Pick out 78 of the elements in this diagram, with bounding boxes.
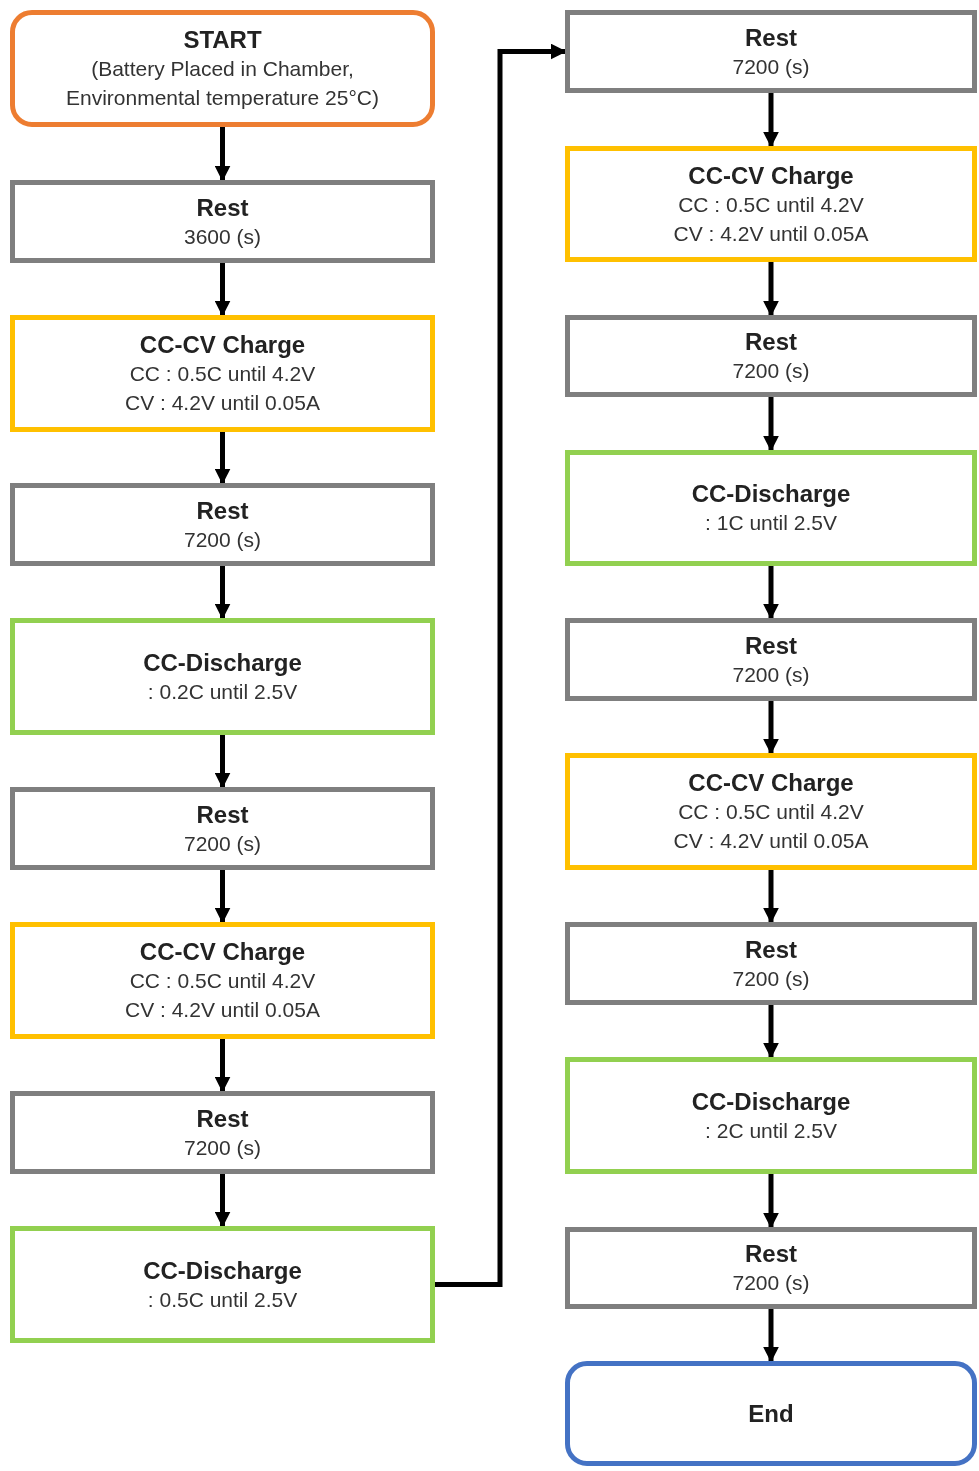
step-title: CC-Discharge: [143, 1255, 302, 1285]
step-title: CC-Discharge: [691, 1086, 851, 1116]
step-detail: CC : 0.5C until 4.2V: [128, 361, 317, 387]
arrow: [214, 870, 231, 924]
step-detail: CV : 4.2V until 0.05A: [672, 220, 870, 247]
terminal-box: [10, 10, 435, 127]
terminal-box: [565, 1361, 977, 1466]
step-title: Rest: [196, 192, 249, 222]
step-detail: 7200 (s): [182, 526, 262, 553]
process-box: [565, 922, 977, 1005]
step-title: START: [183, 25, 262, 54]
arrow: [763, 397, 779, 452]
process-box: [10, 1226, 435, 1343]
arrow: [763, 262, 779, 317]
step-title: CC-CV Charge: [688, 768, 854, 797]
step-detail: CV : 4.2V until 0.05A: [124, 390, 321, 416]
process-box: [565, 753, 977, 870]
process-box: [565, 618, 977, 701]
step-detail: CV : 4.2V until 0.05A: [124, 997, 321, 1023]
step-title: Rest: [196, 1103, 249, 1133]
step-detail: : 2C until 2.5V: [704, 1117, 838, 1144]
step-title: CC-CV Charge: [688, 160, 854, 190]
step-title: Rest: [196, 799, 249, 829]
step-detail: (Battery Placed in Chamber, Environmental temperature 25°C): [64, 56, 380, 111]
process-box: [10, 922, 435, 1039]
step-detail: CC : 0.5C until 4.2V: [677, 191, 865, 218]
step-title: Rest: [745, 630, 797, 660]
step-detail: 7200 (s): [731, 1270, 811, 1296]
process-box: [565, 315, 977, 397]
step-detail: 3600 (s): [182, 223, 262, 250]
process-box: [10, 618, 435, 735]
arrow: [763, 870, 779, 924]
arrow: [763, 1005, 779, 1059]
step-detail: 7200 (s): [731, 965, 811, 992]
process-box: [10, 1091, 435, 1174]
step-detail: : 0.2C until 2.5V: [146, 678, 299, 705]
step-detail: 7200 (s): [731, 661, 811, 688]
step-title: End: [748, 1399, 794, 1428]
step-title: CC-CV Charge: [139, 937, 306, 966]
step-detail: CC : 0.5C until 4.2V: [128, 968, 317, 994]
step-detail: 7200 (s): [182, 830, 262, 857]
step-detail: : 0.5C until 2.5V: [146, 1286, 299, 1313]
step-title: Rest: [745, 934, 797, 964]
step-title: Rest: [745, 22, 797, 52]
process-box: [565, 146, 977, 262]
step-title: CC-CV Charge: [139, 330, 306, 359]
process-box: [10, 315, 435, 432]
process-box: [10, 787, 435, 870]
process-box: [565, 1057, 977, 1174]
process-box: [565, 450, 977, 566]
process-box: [10, 483, 435, 566]
process-box: [565, 1227, 977, 1309]
arrow: [435, 43, 567, 1287]
step-title: CC-Discharge: [691, 479, 851, 508]
arrow: [214, 127, 231, 182]
step-detail: 7200 (s): [731, 358, 811, 384]
arrow: [763, 93, 779, 148]
arrow: [763, 566, 779, 620]
step-title: Rest: [745, 1239, 797, 1268]
step-title: CC-Discharge: [143, 647, 302, 677]
process-box: [565, 10, 977, 93]
step-detail: 7200 (s): [731, 53, 811, 80]
arrow: [763, 701, 779, 755]
arrow: [214, 1174, 231, 1228]
arrow: [763, 1174, 779, 1229]
arrow: [214, 432, 231, 485]
step-title: Rest: [745, 327, 797, 356]
arrow: [214, 566, 231, 620]
arrow: [214, 735, 231, 789]
step-title: Rest: [196, 495, 249, 525]
process-box: [10, 180, 435, 263]
step-detail: 7200 (s): [182, 1134, 262, 1161]
arrow: [763, 1309, 779, 1363]
step-detail: : 1C until 2.5V: [704, 510, 838, 536]
step-detail: CV : 4.2V until 0.05A: [672, 828, 870, 854]
arrow: [214, 1039, 231, 1093]
step-detail: CC : 0.5C until 4.2V: [677, 799, 865, 825]
arrow: [214, 263, 231, 317]
